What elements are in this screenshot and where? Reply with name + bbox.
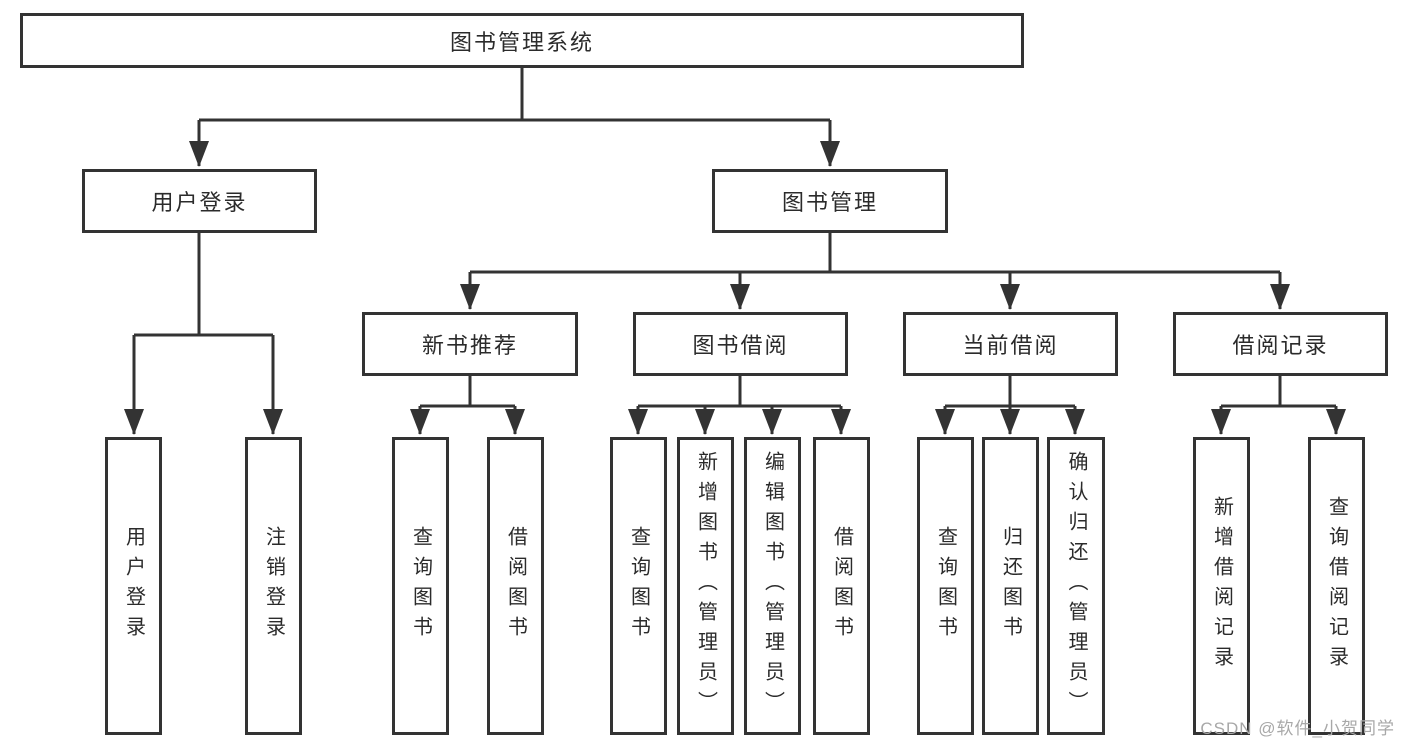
leaf-label: 查询图书 bbox=[409, 526, 432, 646]
leaf-user-login: 用户登录 bbox=[105, 437, 162, 735]
leaf-label: 借阅图书 bbox=[504, 526, 527, 646]
leaf-label: 编辑图书（管理员） bbox=[761, 451, 784, 721]
leaf-label: 新增图书（管理员） bbox=[694, 451, 717, 721]
node-borrow-records: 借阅记录 bbox=[1173, 312, 1388, 376]
leaf-confirm-return-admin: 确认归还（管理员） bbox=[1047, 437, 1105, 735]
leaf-query-borrow-record: 查询借阅记录 bbox=[1308, 437, 1365, 735]
leaf-return-books: 归还图书 bbox=[982, 437, 1039, 735]
leaf-label: 用户登录 bbox=[122, 526, 145, 646]
leaf-label: 新增借阅记录 bbox=[1210, 496, 1233, 676]
node-label: 借阅记录 bbox=[1232, 333, 1329, 358]
leaf-query-books-current: 查询图书 bbox=[917, 437, 974, 735]
node-book-management: 图书管理 bbox=[712, 169, 948, 233]
node-library-system: 图书管理系统 bbox=[20, 13, 1024, 68]
node-current-borrow: 当前借阅 bbox=[903, 312, 1118, 376]
node-label: 图书管理系统 bbox=[449, 29, 594, 55]
leaf-add-book-admin: 新增图书（管理员） bbox=[677, 437, 734, 735]
node-label: 新书推荐 bbox=[421, 333, 518, 358]
leaf-label: 查询图书 bbox=[934, 526, 957, 646]
leaf-logout: 注销登录 bbox=[245, 437, 302, 735]
leaf-label: 查询图书 bbox=[627, 526, 650, 646]
leaf-label: 注销登录 bbox=[262, 526, 285, 646]
leaf-label: 确认归还（管理员） bbox=[1065, 451, 1087, 721]
leaf-edit-book-admin: 编辑图书（管理员） bbox=[744, 437, 801, 735]
leaf-borrow-books-recommend: 借阅图书 bbox=[487, 437, 544, 735]
leaf-borrow-books: 借阅图书 bbox=[813, 437, 870, 735]
node-user-login: 用户登录 bbox=[82, 169, 317, 233]
csdn-watermark: CSDN @软件_小贺同学 bbox=[1200, 719, 1395, 738]
leaf-query-books-recommend: 查询图书 bbox=[392, 437, 449, 735]
node-label: 图书管理 bbox=[781, 190, 878, 215]
leaf-query-books-borrow: 查询图书 bbox=[610, 437, 667, 735]
node-label: 用户登录 bbox=[151, 190, 248, 215]
node-book-borrow: 图书借阅 bbox=[633, 312, 848, 376]
leaf-label: 归还图书 bbox=[999, 526, 1022, 646]
node-label: 当前借阅 bbox=[962, 333, 1059, 358]
node-new-book-recommend: 新书推荐 bbox=[362, 312, 578, 376]
node-label: 图书借阅 bbox=[692, 333, 789, 358]
leaf-add-borrow-record: 新增借阅记录 bbox=[1193, 437, 1250, 735]
leaf-label: 借阅图书 bbox=[830, 526, 853, 646]
leaf-label: 查询借阅记录 bbox=[1325, 496, 1348, 676]
